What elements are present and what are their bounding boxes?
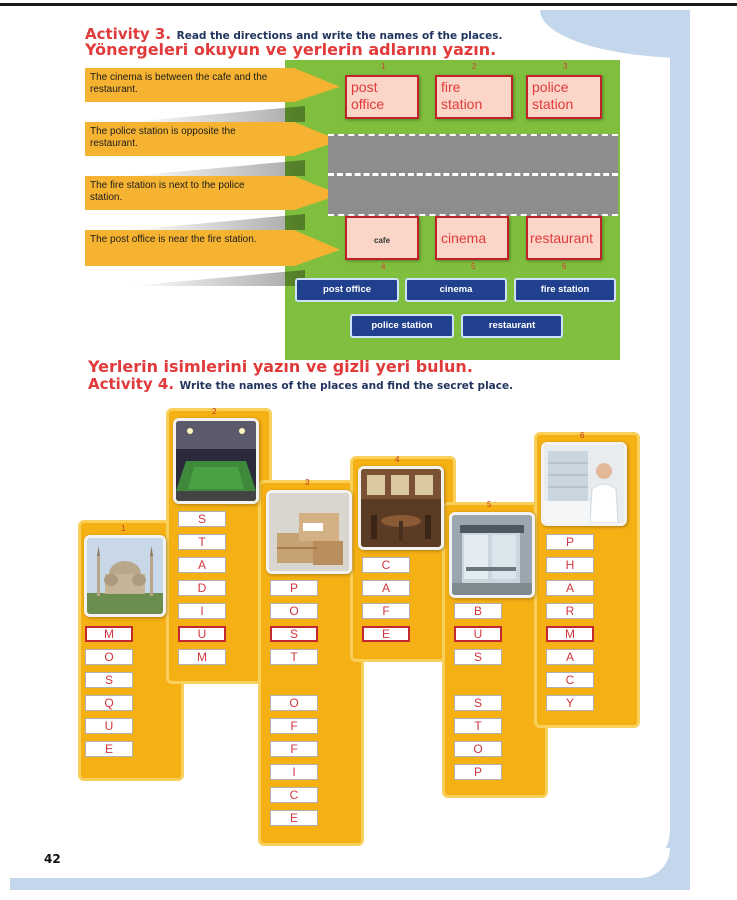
letter-box[interactable]: C [270, 787, 318, 803]
bottom-paper-edge [10, 848, 670, 878]
pharmacy-photo [541, 442, 627, 526]
letter-box[interactable]: T [178, 534, 226, 550]
building-label: cafe [374, 236, 391, 245]
secret-letter-box[interactable]: M [85, 626, 133, 642]
letter-box[interactable]: D [178, 580, 226, 596]
letter-box[interactable]: O [454, 741, 502, 757]
clue-arrow-1 [85, 68, 340, 102]
clue-text-1: The cinema is between the cafe and the r… [90, 72, 268, 95]
activity3-heading: Activity 3. Read the directions and writ… [85, 24, 503, 43]
page-number: 42 [44, 852, 61, 866]
secret-letter-box[interactable]: S [270, 626, 318, 642]
letter-box[interactable]: S [454, 695, 502, 711]
activity4-instruction-tr: Yerlerin isimlerini yazın ve gizli yeri … [88, 357, 473, 376]
building-cafe[interactable]: cafe [345, 216, 419, 260]
letter-box[interactable]: F [270, 741, 318, 757]
clue-arrow-3 [85, 176, 340, 210]
letter-box[interactable]: I [178, 603, 226, 619]
letter-box[interactable]: T [454, 718, 502, 734]
letter-box[interactable]: A [178, 557, 226, 573]
clue-text-4: The post office is near the fire station… [90, 234, 257, 245]
letter-box[interactable]: A [546, 580, 594, 596]
clue-arrow-4 [85, 230, 340, 266]
letter-box[interactable]: M [178, 649, 226, 665]
post-office-photo [266, 490, 352, 574]
activity4-heading: Activity 4. Write the names of the place… [88, 374, 513, 393]
activity3-label: Activity 3. [85, 25, 172, 43]
mosque-photo [84, 535, 166, 617]
activity3-instruction-en: Read the directions and write the names … [176, 30, 503, 42]
letter-box[interactable]: Q [85, 695, 133, 711]
letter-box[interactable]: P [270, 580, 318, 596]
column-number-3: 3 [305, 478, 310, 487]
letter-box[interactable]: R [546, 603, 594, 619]
secret-letter-box[interactable]: M [546, 626, 594, 642]
column-number-5: 5 [487, 500, 492, 509]
building-number-1: 1 [381, 62, 386, 71]
letter-box[interactable]: C [362, 557, 410, 573]
letter-box[interactable]: E [270, 810, 318, 826]
letter-box[interactable]: S [178, 511, 226, 527]
clue-text-2: The police station is opposite the resta… [90, 126, 236, 149]
workbook-page: Activity 3. Read the directions and writ… [10, 10, 690, 890]
letter-box[interactable]: T [270, 649, 318, 665]
letter-box[interactable]: P [454, 764, 502, 780]
building-label: cinema [441, 230, 487, 246]
building-restaurant[interactable]: restaurant [526, 216, 602, 260]
letter-box[interactable]: E [85, 741, 133, 757]
activity3-instruction-tr: Yönergeleri okuyun ve yerlerin adlarını … [85, 40, 497, 59]
letter-box[interactable]: S [85, 672, 133, 688]
road-centerline [328, 173, 618, 176]
cafe-photo [358, 466, 444, 550]
stadium-photo [173, 418, 259, 504]
activity4-label: Activity 4. [88, 375, 175, 393]
building-number-5: 5 [471, 262, 476, 271]
building-number-6: 6 [562, 262, 567, 271]
letter-box[interactable]: C [546, 672, 594, 688]
letter-box[interactable]: Y [546, 695, 594, 711]
column-number-4: 4 [395, 455, 400, 464]
column-number-2: 2 [212, 407, 217, 416]
road [328, 134, 618, 216]
building-label: restaurant [530, 230, 594, 246]
building-number-4: 4 [381, 262, 386, 271]
letter-box[interactable]: P [546, 534, 594, 550]
top-rule [0, 3, 737, 6]
letter-box[interactable]: B [454, 603, 502, 619]
building-number-2: 2 [472, 62, 477, 71]
activity4-instruction-en: Write the names of the places and find t… [179, 380, 514, 392]
column-number-6: 6 [580, 431, 585, 440]
building-cinema[interactable]: cinema [435, 216, 509, 260]
letter-box[interactable]: O [270, 695, 318, 711]
letter-box[interactable]: U [85, 718, 133, 734]
word-chip-post-office[interactable]: post office [295, 278, 399, 302]
secret-letter-box[interactable]: U [178, 626, 226, 642]
letter-box[interactable]: O [270, 603, 318, 619]
column-number-1: 1 [121, 524, 126, 533]
bus-stop-photo [449, 512, 535, 598]
letter-box[interactable]: S [454, 649, 502, 665]
letter-box[interactable]: O [85, 649, 133, 665]
letter-box[interactable]: F [270, 718, 318, 734]
letter-box[interactable]: H [546, 557, 594, 573]
building-number-3: 3 [563, 62, 568, 71]
secret-letter-box[interactable]: U [454, 626, 502, 642]
secret-letter-box[interactable]: E [362, 626, 410, 642]
word-chip-restaurant[interactable]: restaurant [461, 314, 563, 338]
word-chip-fire-station[interactable]: fire station [514, 278, 616, 302]
clue-text-3: The fire station is next to the police s… [90, 180, 245, 203]
clue-arrow-2 [85, 122, 340, 156]
word-chip-police-station[interactable]: police station [350, 314, 454, 338]
word-chip-cinema[interactable]: cinema [405, 278, 507, 302]
letter-box[interactable]: A [546, 649, 594, 665]
letter-box[interactable]: A [362, 580, 410, 596]
letter-box[interactable]: F [362, 603, 410, 619]
letter-box[interactable]: I [270, 764, 318, 780]
